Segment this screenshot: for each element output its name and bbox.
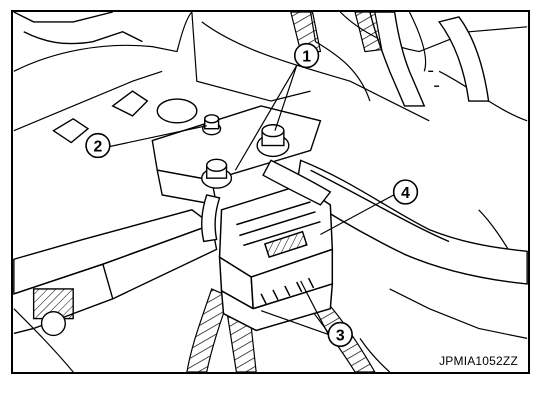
svg-text:3: 3 xyxy=(336,327,345,344)
leader-lines xyxy=(109,65,394,335)
terminal-nut-left xyxy=(201,158,233,189)
terminal-nuts xyxy=(201,114,290,189)
callout-4: 4 xyxy=(392,179,419,205)
main-wire-harness xyxy=(294,12,528,285)
svg-text:2: 2 xyxy=(94,138,103,155)
battery-post-small xyxy=(202,114,222,136)
engine-bay-illustration: 1 2 3 4 xyxy=(13,12,528,372)
leader-line-3a xyxy=(300,280,329,335)
leader-line-2 xyxy=(109,125,207,148)
leader-line-3b xyxy=(260,310,329,335)
leader-line-1a xyxy=(234,65,298,171)
leader-line-1b xyxy=(274,65,298,131)
callout-2: 2 xyxy=(85,132,111,159)
callout-3: 3 xyxy=(327,321,353,348)
callout-1: 1 xyxy=(293,42,320,69)
diagram-frame: 1 2 3 4 JPMIA1052ZZ xyxy=(11,10,530,374)
svg-text:4: 4 xyxy=(401,185,410,202)
terminal-nut-right xyxy=(256,124,290,158)
battery-cables xyxy=(200,159,332,243)
leader-line-4 xyxy=(320,194,394,236)
svg-text:1: 1 xyxy=(302,48,311,65)
fusible-link-block xyxy=(218,184,334,332)
figure-id-label: JPMIA1052ZZ xyxy=(437,354,520,368)
